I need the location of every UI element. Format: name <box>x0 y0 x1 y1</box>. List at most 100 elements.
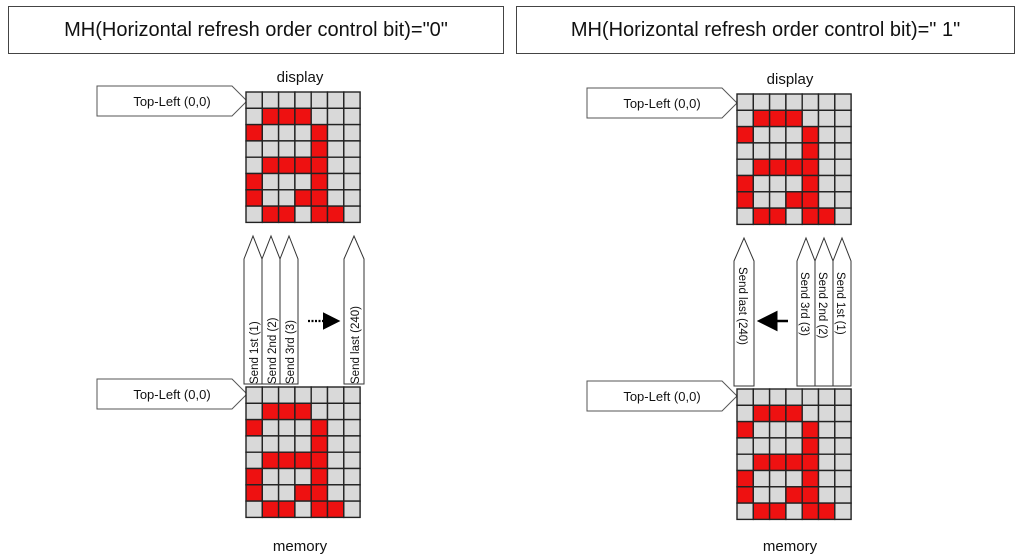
pixel-off <box>834 453 852 472</box>
pixel-on <box>752 207 771 226</box>
pixel-off <box>326 123 345 142</box>
pixel-off <box>817 420 836 439</box>
pixel-off <box>277 91 296 109</box>
pixel-on <box>752 404 771 423</box>
display-pixel-grid <box>736 93 852 226</box>
pixel-off <box>261 484 280 502</box>
pixel-off <box>326 189 345 207</box>
pixel-on <box>817 502 836 521</box>
pixel-on <box>801 191 820 209</box>
pixel-off <box>294 123 312 142</box>
pixel-on <box>261 107 280 126</box>
pixel-off <box>752 93 771 111</box>
pixel-off <box>326 451 345 470</box>
pixel-off <box>343 386 361 404</box>
pixel-off <box>343 418 361 437</box>
pixel-on <box>277 107 296 126</box>
pixel-off <box>785 174 803 193</box>
pixel-off <box>343 107 361 126</box>
pixel-on <box>785 453 803 472</box>
pixel-off <box>817 404 836 423</box>
display-label: display <box>767 71 814 88</box>
pixel-on <box>801 158 820 177</box>
pixel-on <box>294 156 312 175</box>
pixel-off <box>817 174 836 193</box>
pixel-off <box>343 467 361 486</box>
pixel-off <box>245 500 263 519</box>
pixel-off <box>801 388 820 406</box>
pixel-on <box>801 502 820 521</box>
pixel-off <box>294 386 312 404</box>
pixel-off <box>326 435 345 453</box>
origin-label: Top-Left (0,0) <box>623 96 700 111</box>
pixel-off <box>801 93 820 111</box>
send-label: Send last (240) <box>736 267 748 345</box>
pixel-off <box>736 93 754 111</box>
pixel-off <box>801 109 820 128</box>
pixel-on <box>752 453 771 472</box>
pixel-off <box>343 205 361 224</box>
pixel-off <box>261 189 280 207</box>
pixel-on <box>801 453 820 472</box>
pixel-off <box>294 205 312 224</box>
display-label: display <box>277 69 324 86</box>
pixel-on <box>245 467 263 486</box>
pixel-off <box>277 418 296 437</box>
pixel-on <box>768 158 787 177</box>
pixel-off <box>736 404 754 423</box>
pixel-off <box>768 486 787 504</box>
memory-label: memory <box>273 538 328 555</box>
pixel-on <box>310 156 329 175</box>
pixel-off <box>310 91 329 109</box>
pixel-off <box>834 486 852 504</box>
pixel-off <box>834 388 852 406</box>
memory-label: memory <box>763 538 818 555</box>
pixel-off <box>817 388 836 406</box>
pixel-off <box>768 174 787 193</box>
pixel-off <box>817 158 836 177</box>
pixel-on <box>768 404 787 423</box>
panel-mh1: display Top-Left (0,0) Send last (240) S… <box>586 71 852 555</box>
pixel-on <box>801 437 820 455</box>
pixel-off <box>768 388 787 406</box>
pixel-off <box>343 140 361 158</box>
pixel-on <box>736 420 754 439</box>
pixel-off <box>801 404 820 423</box>
pixel-on <box>785 404 803 423</box>
send-label: Send 3rd (3) <box>285 320 297 384</box>
pixel-off <box>245 402 263 421</box>
pixel-off <box>834 437 852 455</box>
pixel-off <box>834 174 852 193</box>
pixel-off <box>736 142 754 160</box>
send-bar-2nd: Send 2nd (2) <box>261 234 281 385</box>
pixel-off <box>834 207 852 226</box>
pixel-off <box>817 125 836 144</box>
pixel-off <box>785 469 803 488</box>
pixel-off <box>245 140 263 158</box>
pixel-on <box>277 451 296 470</box>
pixel-off <box>326 484 345 502</box>
pixel-on <box>310 172 329 191</box>
pixel-on <box>801 420 820 439</box>
pixel-on <box>817 207 836 226</box>
pixel-off <box>817 191 836 209</box>
pixel-on <box>261 500 280 519</box>
pixel-off <box>785 142 803 160</box>
pixel-on <box>261 451 280 470</box>
pixel-on <box>310 418 329 437</box>
pixel-off <box>277 484 296 502</box>
pixel-off <box>343 123 361 142</box>
pixel-off <box>834 469 852 488</box>
send-label: Send 1st (1) <box>834 272 846 335</box>
pixel-off <box>326 172 345 191</box>
send-bar-last: Send last (240) <box>343 234 365 385</box>
pixel-on <box>801 174 820 193</box>
pixel-on <box>326 500 345 519</box>
pixel-off <box>245 107 263 126</box>
pixel-off <box>785 93 803 111</box>
pixel-off <box>736 109 754 128</box>
memory-pixel-grid <box>736 388 852 521</box>
pixel-off <box>736 502 754 521</box>
pixel-off <box>768 437 787 455</box>
